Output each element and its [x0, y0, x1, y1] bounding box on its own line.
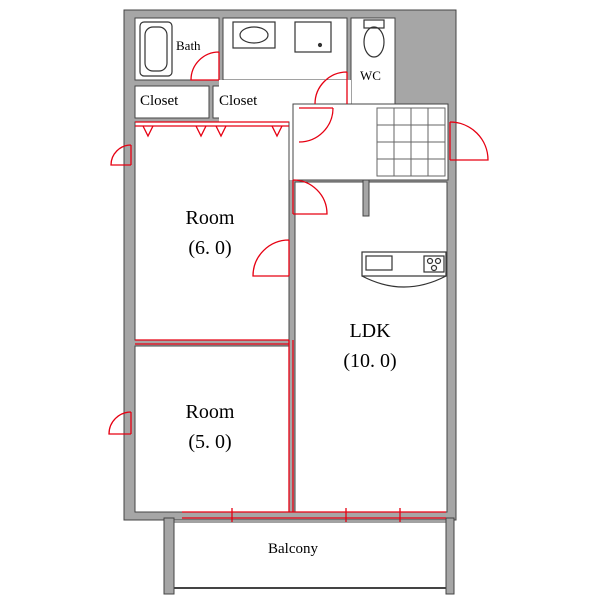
left-window-upper-icon [110, 144, 132, 166]
room-upper-labels: Room (6. 0) [150, 203, 270, 263]
wash-space [222, 17, 348, 81]
room-upper-label: Room [185, 207, 235, 229]
entrance-tiles [376, 107, 446, 177]
doors [108, 51, 489, 522]
ldk-labels: LDK (10. 0) [310, 316, 430, 376]
entry-door-icon [449, 121, 489, 161]
sink-icon [365, 255, 393, 271]
closet-left-space [134, 85, 210, 119]
bath-door-icon [190, 51, 220, 81]
fixtures [139, 19, 447, 288]
closet-left-label: Closet [140, 93, 179, 109]
left-window-lower-icon [108, 411, 132, 435]
wc-door-icon [314, 71, 348, 105]
balcony-wall-right [445, 517, 455, 595]
room-upper-inner-door-icon [252, 239, 290, 277]
wc-label: WC [360, 68, 381, 83]
room-upper-space [134, 121, 290, 341]
room-lower-label: Room [185, 401, 235, 423]
balcony-label: Balcony [268, 541, 318, 557]
washbasin-icon [232, 21, 276, 49]
washer-icon [294, 21, 332, 53]
balcony-space [173, 521, 447, 589]
bath-label: Bath [176, 38, 201, 53]
room-lower-size: (5. 0) [188, 431, 232, 453]
room-lower-labels: Room (5. 0) [150, 397, 270, 457]
stove-icon [423, 255, 445, 273]
ldk-partition [362, 179, 370, 217]
ldk-label: LDK [349, 320, 391, 342]
ldk-space [294, 181, 448, 513]
toilet-icon [363, 26, 385, 58]
room-upper-size: (6. 0) [188, 237, 232, 259]
closet-right-label: Closet [219, 93, 258, 109]
balcony-wall-left [163, 517, 175, 595]
kitchen-counter-icon [361, 251, 447, 277]
walls [123, 9, 457, 595]
ldk-size: (10. 0) [343, 350, 397, 372]
bathtub-icon [139, 21, 173, 77]
wc-space [350, 17, 396, 105]
room-upper-door-icon [292, 179, 328, 215]
hall-door-icon [298, 107, 334, 143]
room-lower-space [134, 345, 290, 513]
